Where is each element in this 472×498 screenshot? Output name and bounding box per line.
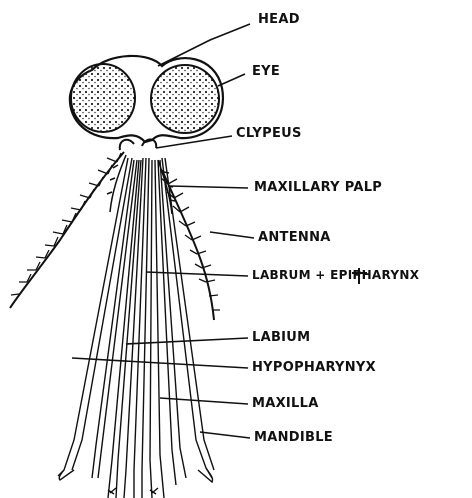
label-maxillary-palp: MAXILLARY PALP <box>254 180 382 195</box>
label-maxilla: MAXILLA <box>252 396 319 411</box>
head-leader <box>158 24 250 66</box>
label-mandible: MANDIBLE <box>254 430 333 445</box>
left-antenna <box>10 152 124 308</box>
eye-leader <box>218 74 245 86</box>
label-clypeus: CLYPEUS <box>236 126 302 141</box>
label-hypopharynx: HYPOPHARYNYX <box>252 360 376 375</box>
antenna-leader <box>210 232 254 238</box>
label-eye: EYE <box>252 64 280 79</box>
right-eye <box>151 65 219 133</box>
maxilla-leader <box>160 398 248 404</box>
label-labrum-epipharynx: LABRUM + EPIPHARYNX <box>252 268 419 282</box>
label-antenna: ANTENNA <box>258 230 331 245</box>
mandible-leader <box>200 432 250 438</box>
maxillary-palp-leader <box>170 186 248 188</box>
left-eye <box>71 64 135 132</box>
hypopharynx-leader <box>72 358 248 368</box>
label-head: HEAD <box>258 12 300 27</box>
label-labium: LABIUM <box>252 330 310 345</box>
labrum-leader <box>146 272 248 276</box>
